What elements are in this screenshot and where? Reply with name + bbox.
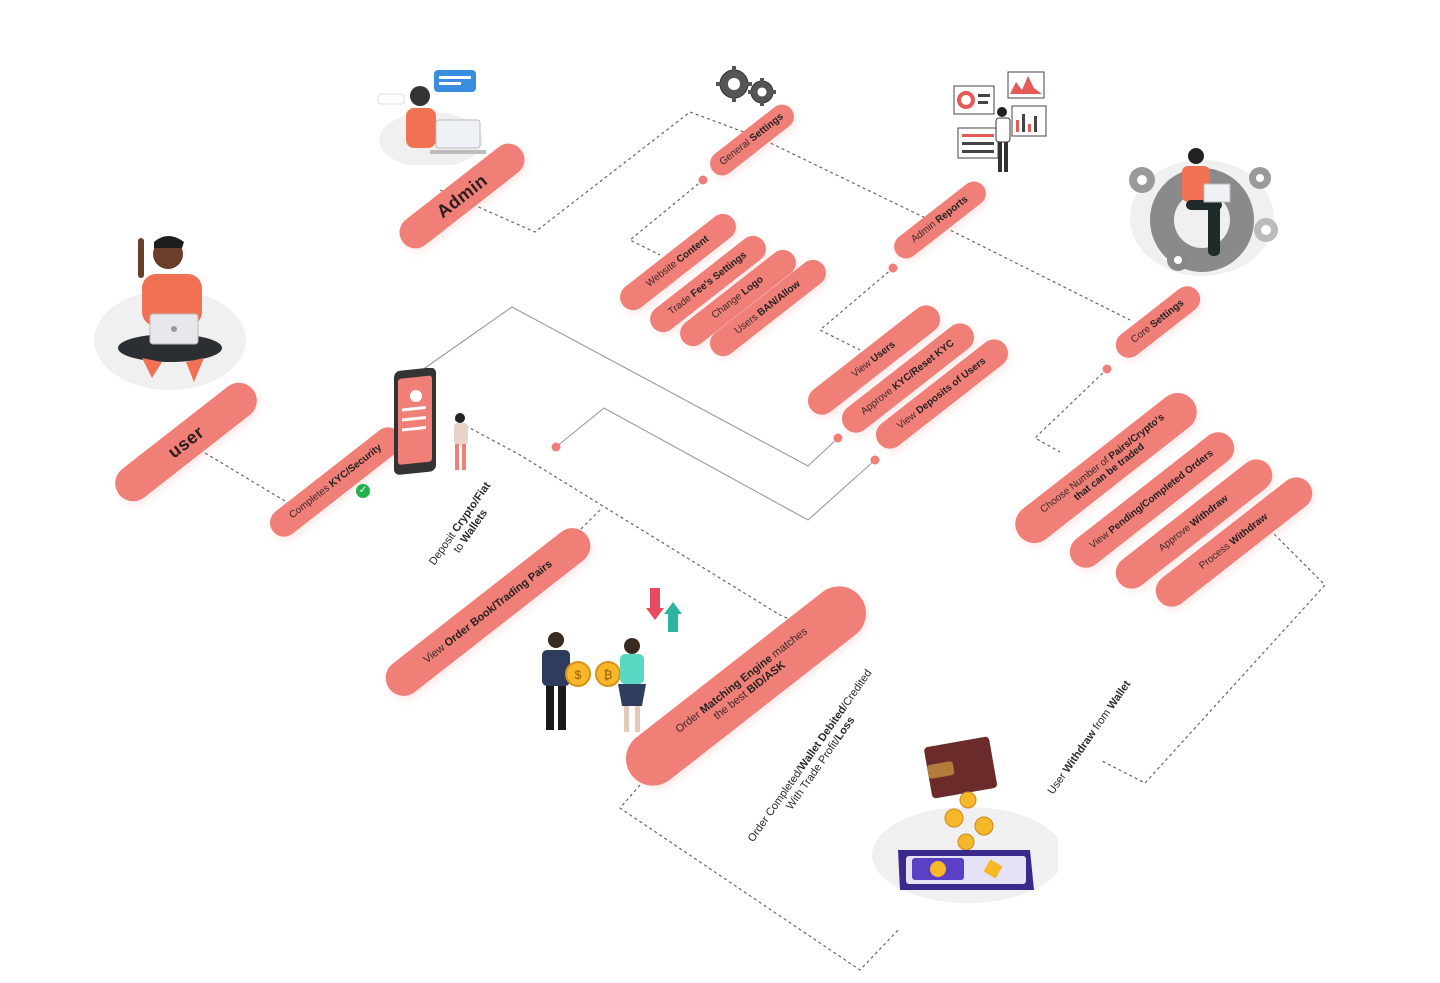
connector-dot [833, 433, 843, 443]
connector-general-content [628, 179, 704, 256]
connector-solid-upper [414, 306, 839, 467]
connector-reports-users [818, 267, 894, 351]
check-icon: ✓ [356, 484, 370, 498]
core-settings-illustration [1120, 140, 1290, 280]
svg-text:$: $ [575, 668, 582, 682]
connector-admin-general [439, 111, 761, 233]
connector-deposit-orderbook [564, 509, 601, 546]
support-agent-illustration [376, 70, 496, 168]
connector-dot [870, 455, 880, 465]
connector-kyc-orderbook [454, 419, 811, 629]
gears-icon [716, 66, 776, 106]
connector-user-kyc [199, 449, 301, 511]
connector-reports-core [939, 224, 1131, 321]
trading-people-illustration: $ ₿ [532, 588, 692, 738]
connector-order-wallet [619, 784, 901, 971]
connector-dot [551, 442, 561, 452]
user-laptop-illustration [90, 230, 250, 395]
wallet-phone-illustration [858, 730, 1064, 905]
connector-dot [1102, 364, 1112, 374]
connector-core-pairs [1033, 368, 1108, 453]
connector-dot [698, 175, 708, 185]
phone-kyc-illustration [388, 367, 478, 480]
connector-withdraw-wallet [1099, 529, 1326, 784]
connector-general-reports [759, 137, 941, 226]
reports-analyst-illustration [950, 70, 1050, 180]
svg-text:₿: ₿ [604, 668, 613, 682]
connector-solid-lower [555, 407, 876, 521]
connector-dot [888, 263, 898, 273]
